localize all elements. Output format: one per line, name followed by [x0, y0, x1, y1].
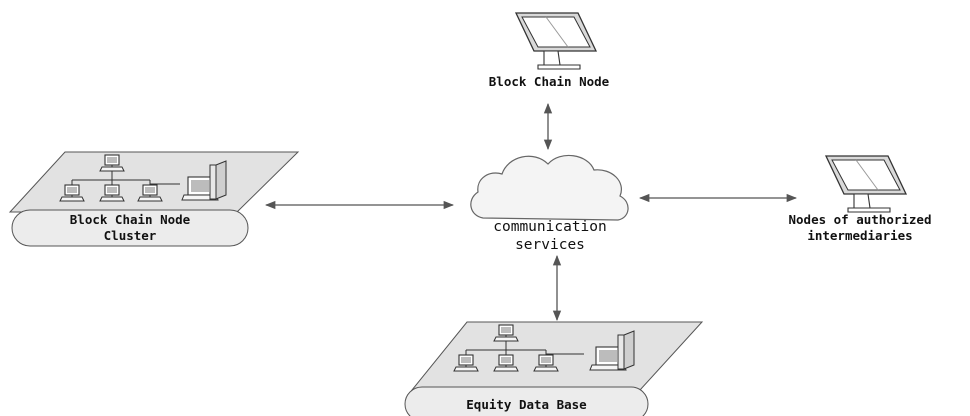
equity-db-label: Equity Data Base [466, 397, 587, 412]
cloud-label-line2: services [515, 237, 585, 253]
intermediaries-terminal-icon [825, 155, 907, 213]
intermediaries-label-line1: Nodes of authorized [788, 212, 932, 227]
cluster-label-line2: Cluster [103, 228, 157, 243]
cluster-label: Block Chain Node Cluster [12, 212, 248, 244]
cloud-label-line1: communication [493, 219, 607, 235]
intermediaries-label: Nodes of authorized intermediaries [752, 212, 968, 244]
cloud-label: communication services [440, 218, 660, 254]
equity-db-network-panel [410, 321, 704, 391]
cluster-network-wiring [71, 170, 180, 188]
equity-db-label-pill [404, 386, 649, 416]
cluster-label-pill [11, 209, 249, 247]
top-node-label: Block Chain Node [488, 74, 610, 89]
block-chain-node-terminal-icon [515, 12, 597, 70]
communication-cloud-icon [470, 154, 629, 221]
cluster-label-line1: Block Chain Node [69, 212, 191, 227]
cluster-network-panel [8, 151, 300, 213]
intermediaries-label-line2: intermediaries [807, 228, 913, 243]
